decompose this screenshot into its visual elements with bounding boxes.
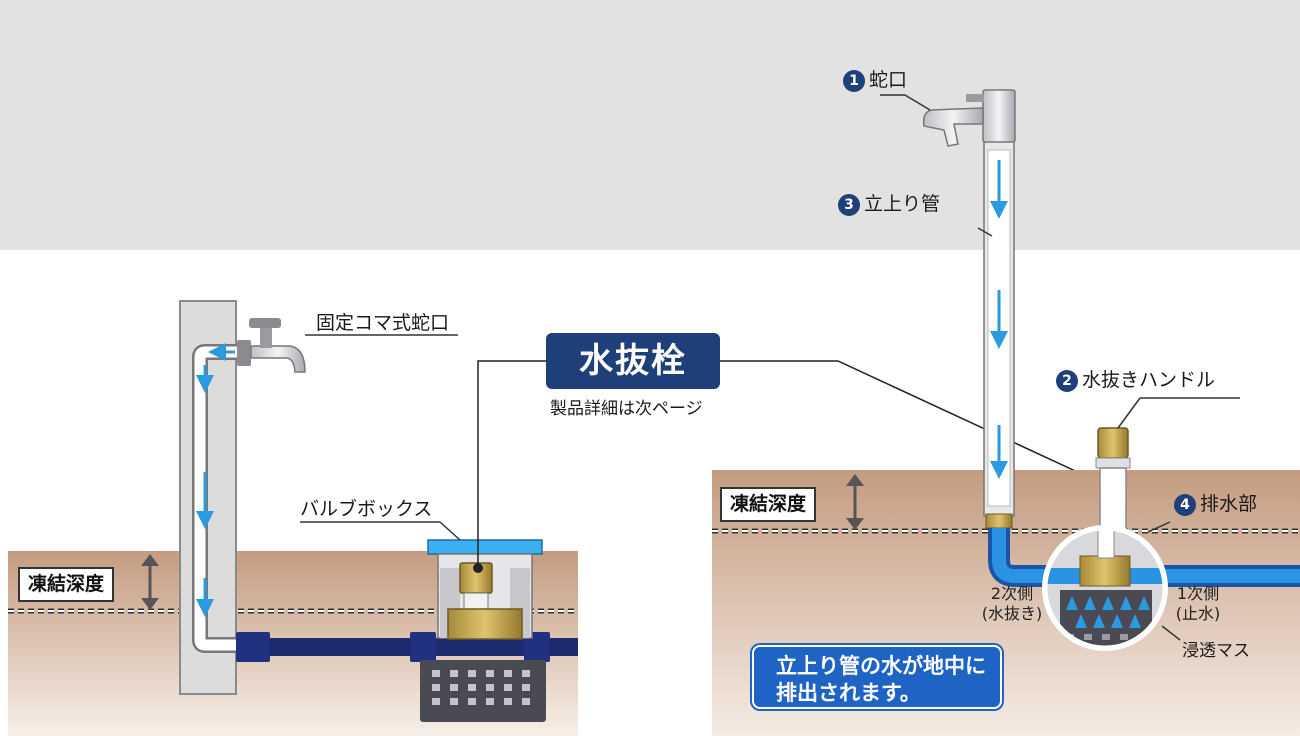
part-4-number: 4 — [1174, 494, 1196, 516]
valve-box-label: バルブボックス — [300, 498, 433, 520]
right-faucet — [922, 89, 1016, 147]
secondary-side-line1: 2次側 — [990, 584, 1034, 603]
part-4-text: 排水部 — [1200, 493, 1258, 515]
sky-background — [0, 0, 1300, 250]
secondary-side-line2: (水抜き) — [981, 604, 1043, 623]
primary-side-line1: 1次側 — [1176, 584, 1220, 603]
part-2-text: 水抜きハンドル — [1082, 369, 1216, 391]
title-badge: 水抜栓 — [546, 333, 720, 389]
part-3-number: 3 — [838, 194, 860, 216]
part-1-text: 蛇口 — [869, 69, 908, 91]
valve-box — [420, 539, 546, 722]
right-frost-depth-label: 凍結深度 — [720, 487, 817, 522]
left-supply-pipe — [236, 632, 578, 662]
drain-callout: 立上り管の水が地中に 排出されます。 — [752, 645, 1002, 709]
part-3-text: 立上り管 — [864, 193, 941, 215]
primary-side-label: 1次側 (止水) — [1160, 584, 1236, 624]
part-2-number: 2 — [1056, 370, 1078, 392]
callout-line1: 立上り管の水が地中に — [776, 654, 986, 678]
faucet-label: 固定コマ式蛇口 — [316, 312, 450, 334]
right-supply-pipe — [992, 528, 1300, 583]
subtitle: 製品詳細は次ページ — [550, 399, 703, 419]
infiltration-basin-label: 浸透マス — [1182, 641, 1250, 661]
left-riser-pipe — [194, 346, 242, 651]
drain-part-detail — [1042, 525, 1168, 651]
secondary-side-label: 2次側 (水抜き) — [972, 584, 1052, 624]
left-frost-depth-label: 凍結深度 — [18, 567, 115, 602]
primary-side-line2: (止水) — [1175, 604, 1221, 623]
left-faucet — [237, 318, 306, 373]
part-1-number: 1 — [843, 70, 865, 92]
callout-line2: 排出されます。 — [776, 681, 921, 705]
